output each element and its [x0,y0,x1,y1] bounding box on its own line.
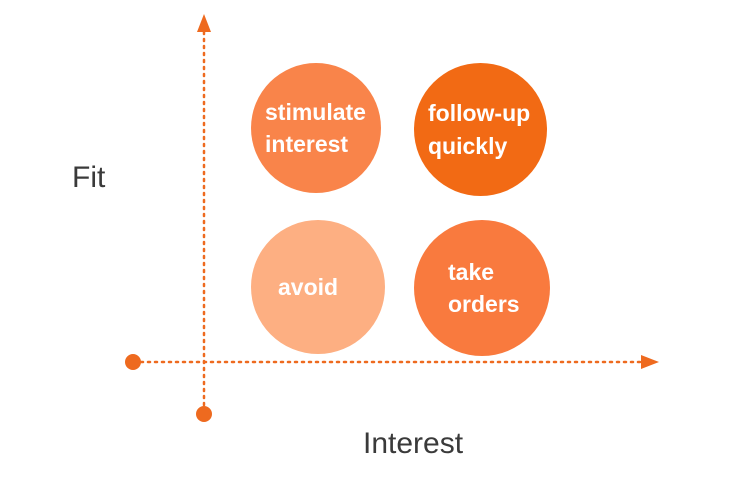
quadrant-follow-up-quickly: follow-up quickly [414,63,547,196]
quadrant-stimulate-interest: stimulate interest [251,63,381,193]
y-axis-origin-dot [196,406,212,422]
x-axis-arrowhead [641,355,659,369]
quadrant-label-line2: quickly [428,132,508,159]
x-axis-label: Interest [363,427,464,460]
quadrant-label-line1: take [448,258,495,285]
quadrant-avoid: avoid [251,220,385,354]
y-axis-arrowhead [197,14,211,32]
quadrant-label-line1: avoid [278,273,339,300]
quadrant-label-line1: follow-up [428,100,531,127]
y-axis-label: Fit [72,161,106,194]
quadrant-label-line2: interest [265,131,349,157]
x-axis-origin-dot [125,354,141,370]
quadrant-label-line2: orders [448,291,520,317]
quadrant-label-line1: stimulate [265,98,366,125]
quadrant-take-orders: take orders [414,220,550,356]
